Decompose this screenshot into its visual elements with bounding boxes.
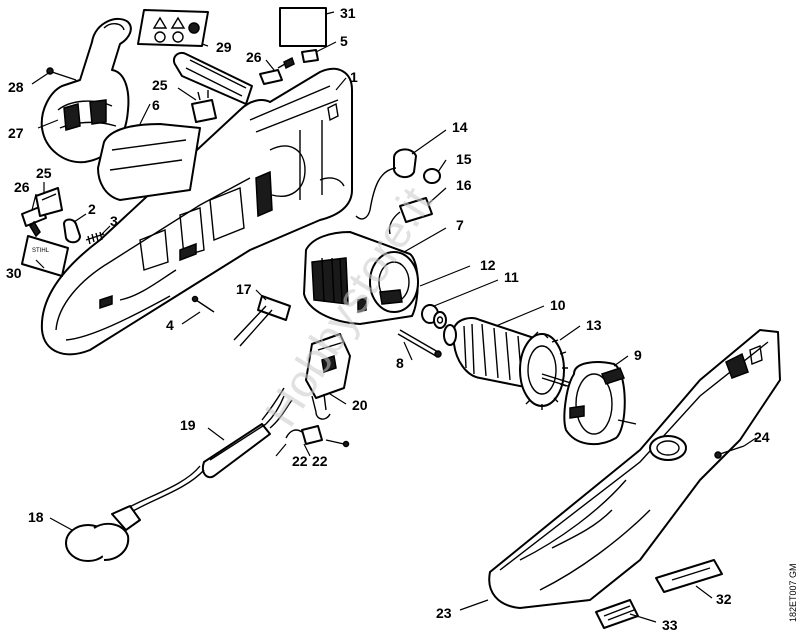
callout-33: 33 <box>662 617 678 633</box>
warning-decal-part <box>137 9 209 47</box>
callout-16: 16 <box>456 177 472 193</box>
cable-sleeve-part <box>202 387 293 479</box>
brand-plate-text: STIHL <box>32 248 50 254</box>
callout-18: 18 <box>28 509 44 525</box>
callout-22-a: 22 <box>292 453 308 469</box>
callout-29: 29 <box>216 39 232 55</box>
switch-block-part <box>305 333 351 420</box>
callout-26-left: 26 <box>14 179 30 195</box>
callout-15: 15 <box>456 151 472 167</box>
callout-30: 30 <box>6 265 22 281</box>
side-cover-part <box>488 329 781 609</box>
callout-7: 7 <box>456 217 464 233</box>
screw-part <box>46 67 77 81</box>
long-screw-part <box>397 329 442 358</box>
label-plate-32-part <box>655 559 723 593</box>
callout-1: 1 <box>350 69 358 85</box>
screw-24-part <box>714 445 745 459</box>
bushing-part <box>63 218 81 244</box>
capacitor-part <box>191 90 217 123</box>
washer-15-part <box>423 168 441 184</box>
callout-20: 20 <box>352 397 368 413</box>
leader-lines <box>31 11 757 623</box>
callout-27: 27 <box>8 125 24 141</box>
callout-2: 2 <box>88 201 96 217</box>
callout-22-b: 22 <box>312 453 328 469</box>
terminal-part <box>233 295 291 347</box>
callout-5: 5 <box>340 33 348 49</box>
motor-cover-part <box>97 123 201 201</box>
callout-25-left: 25 <box>36 165 52 181</box>
screw-4-part <box>191 295 215 313</box>
front-grip-part <box>172 52 253 105</box>
carbon-brush-part <box>355 148 417 220</box>
callout-labels: 31 5 1 29 26 25 6 28 27 25 26 2 3 30 4 1… <box>6 5 770 633</box>
callout-4: 4 <box>166 317 174 333</box>
callout-3: 3 <box>110 213 118 229</box>
callout-8: 8 <box>396 355 404 371</box>
callout-26-top: 26 <box>246 49 262 65</box>
brand-plate-part: STIHL <box>21 235 69 277</box>
callout-11: 11 <box>504 269 519 285</box>
callout-17: 17 <box>236 281 252 297</box>
callout-13: 13 <box>586 317 602 333</box>
callout-14: 14 <box>452 119 468 135</box>
brush-holder-part <box>388 197 433 235</box>
armature-part <box>443 317 575 410</box>
power-cord-part <box>65 465 205 562</box>
drawing-code: 182ET007 GM <box>788 563 798 622</box>
switch-part <box>259 56 295 85</box>
callout-6: 6 <box>152 97 160 113</box>
bearing-cap-part <box>563 361 637 446</box>
motor-housing-part <box>40 67 353 356</box>
type-plate-part <box>279 7 327 47</box>
callout-12: 12 <box>480 257 496 273</box>
callout-32: 32 <box>716 591 732 607</box>
callout-24: 24 <box>754 429 770 445</box>
spring-part <box>35 187 63 217</box>
callout-25-top: 25 <box>152 77 168 93</box>
callout-23: 23 <box>436 605 452 621</box>
washer-11-part <box>433 311 447 329</box>
callout-10: 10 <box>550 297 566 313</box>
callout-31: 31 <box>340 5 356 21</box>
washer-11-inner <box>436 316 444 324</box>
cap-part <box>301 49 319 63</box>
callout-28: 28 <box>8 79 24 95</box>
callout-19: 19 <box>180 417 196 433</box>
stator-part <box>303 231 419 325</box>
cable-clamp-part <box>285 425 350 448</box>
callout-9: 9 <box>634 347 642 363</box>
